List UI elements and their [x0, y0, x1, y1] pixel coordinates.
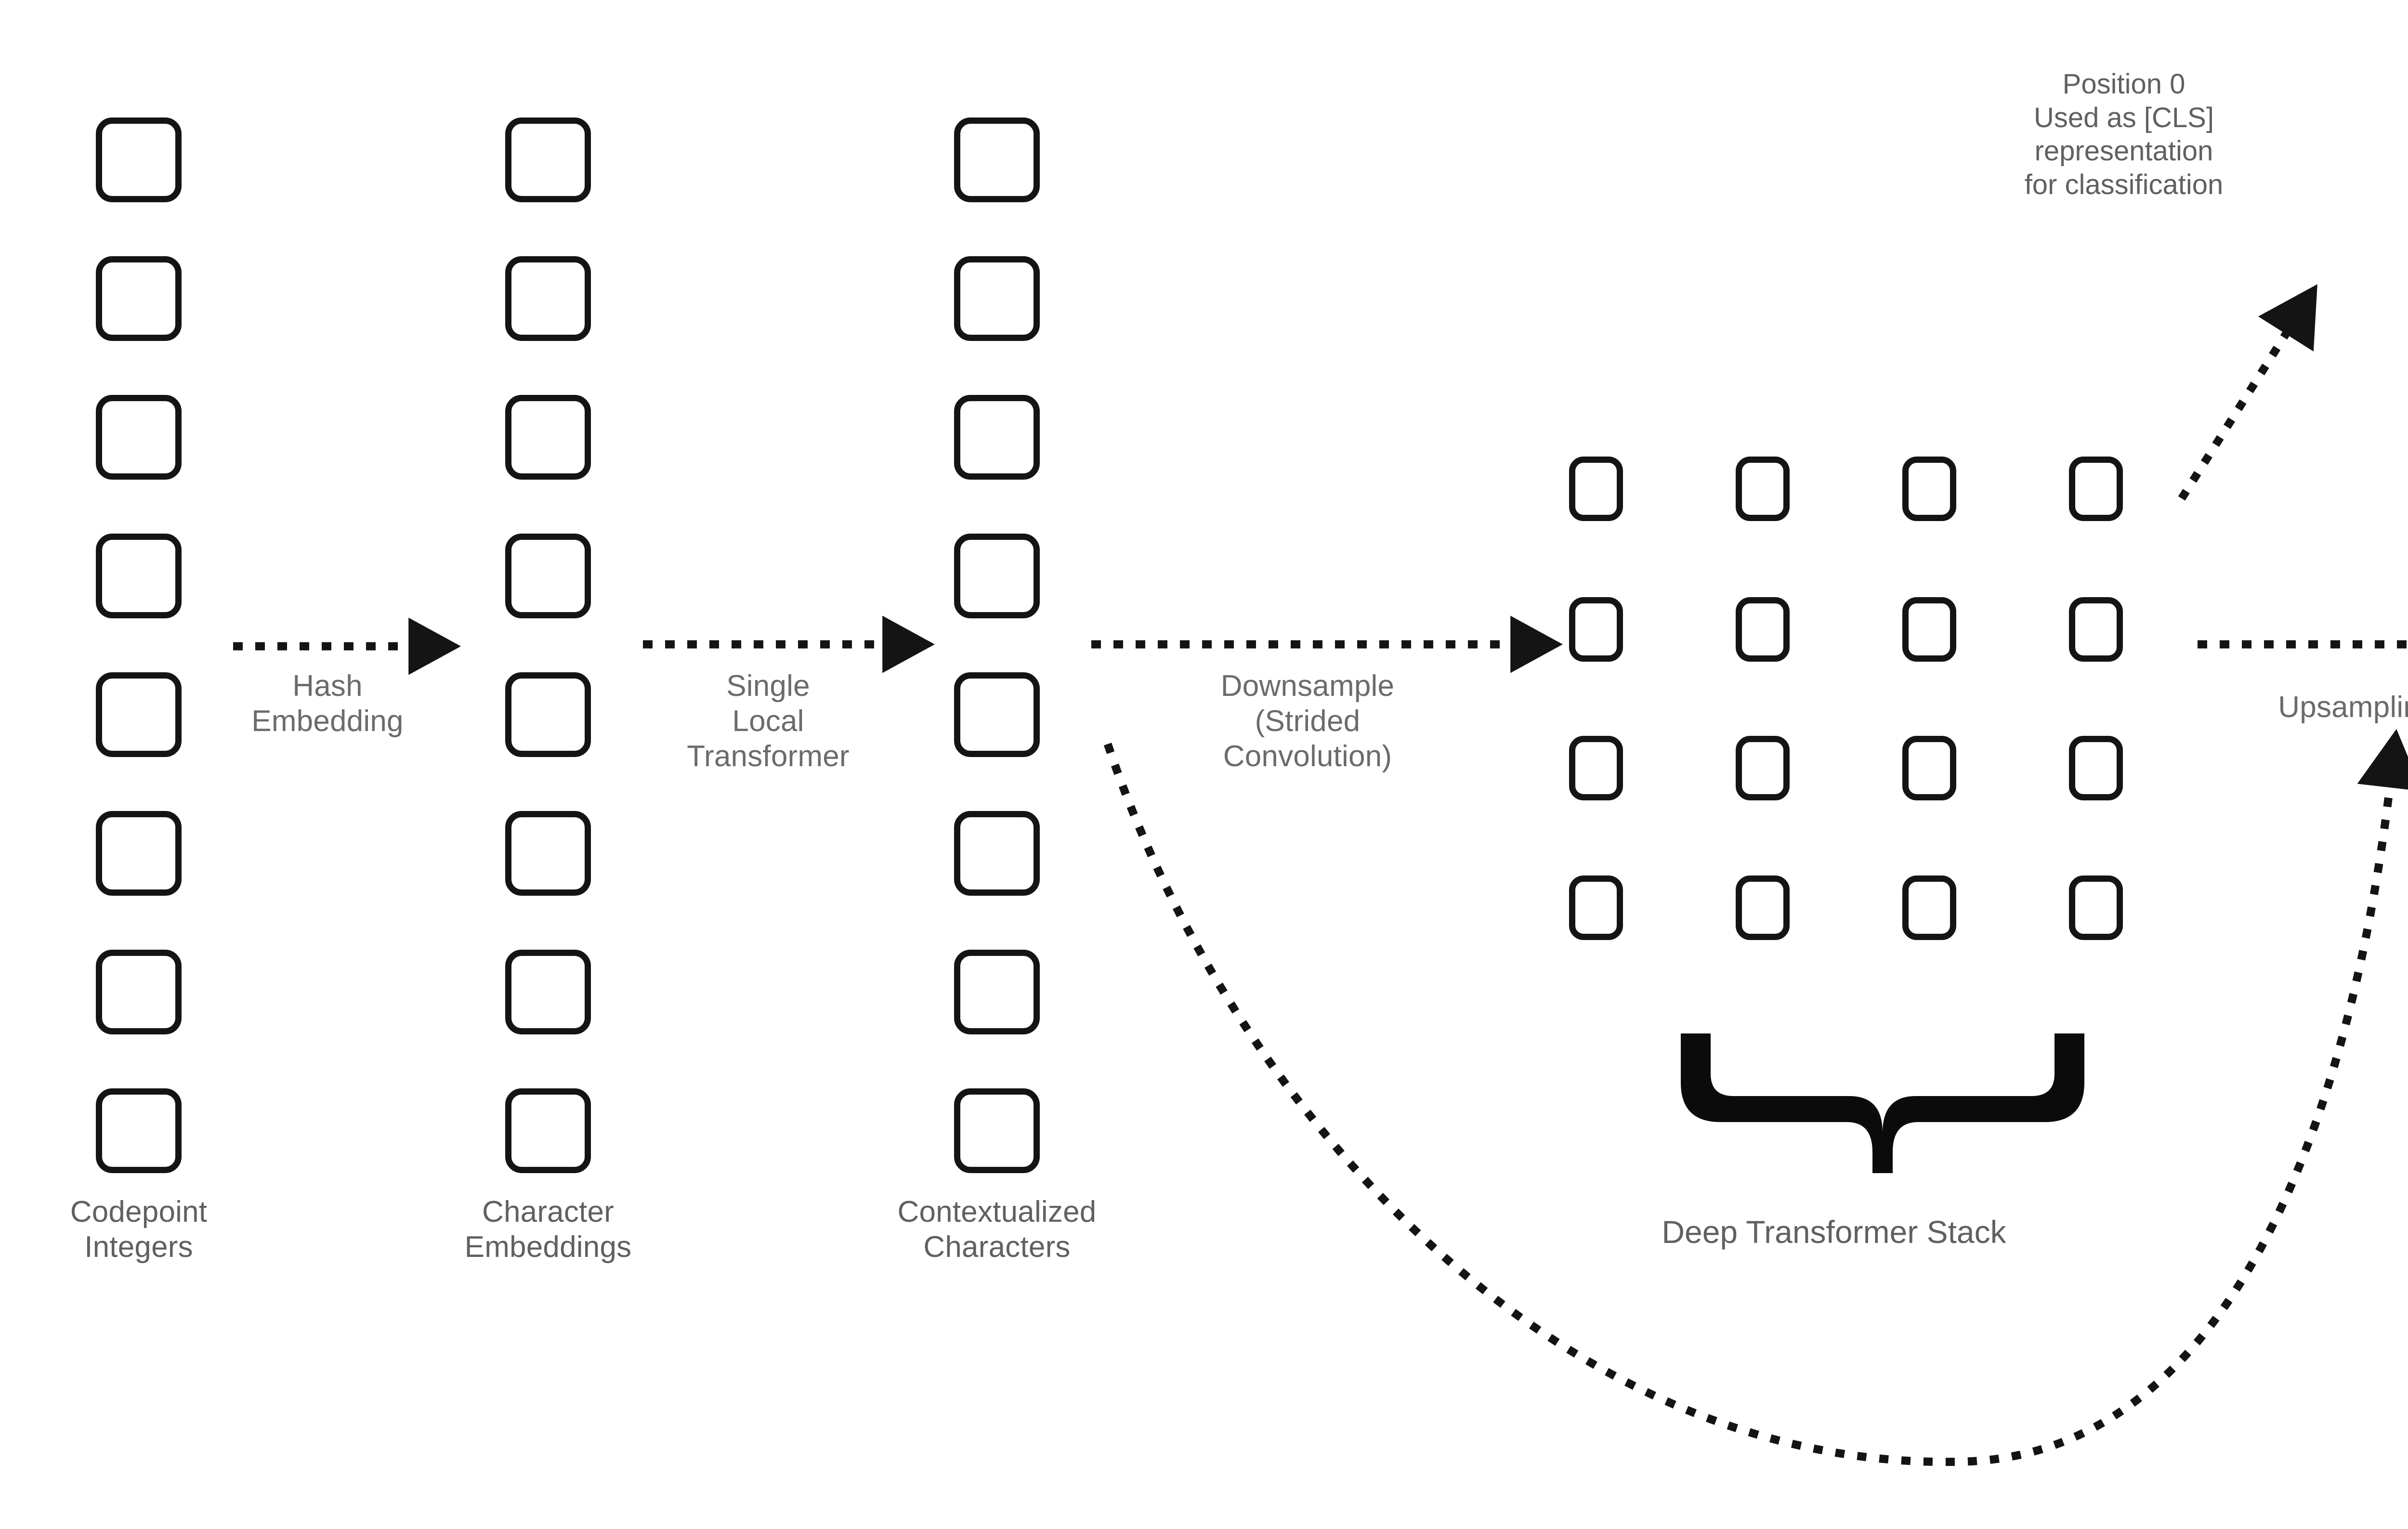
- token-box: [505, 950, 591, 1034]
- edge-label-downsample: Downsample (Strided Convolution): [1220, 669, 1395, 773]
- cls-annotation: Position 0 Used as [CLS] representation …: [2024, 68, 2224, 200]
- token-box: [505, 256, 591, 341]
- stack-cell: [2069, 597, 2123, 662]
- token-box: [954, 534, 1040, 618]
- stack-cell: [1902, 876, 1956, 940]
- stack-cell: [2069, 876, 2123, 940]
- stack-cell: [1736, 736, 1790, 800]
- stack-cell: [1569, 736, 1623, 800]
- token-box: [505, 395, 591, 480]
- stack-cell: [2069, 736, 2123, 800]
- column-label-character-embeddings: Character Embeddings: [464, 1195, 632, 1264]
- stack-cell: [1569, 597, 1623, 662]
- token-box: [96, 950, 182, 1034]
- arrow-cls-callout: [2178, 284, 2317, 501]
- stack-cell: [2069, 457, 2123, 521]
- token-box: [505, 1088, 591, 1173]
- token-box: [96, 395, 182, 480]
- token-box: [505, 534, 591, 618]
- token-box: [505, 118, 591, 202]
- token-box: [954, 811, 1040, 896]
- stack-cell: [1902, 597, 1956, 662]
- stack-label-deep-transformer-stack: Deep Transformer Stack: [1662, 1214, 2006, 1250]
- token-box: [96, 534, 182, 618]
- column-label-codepoint-integers: Codepoint Integers: [70, 1195, 208, 1264]
- column-label-contextualized-characters: Contextualized Characters: [897, 1195, 1097, 1264]
- curly-brace-down-icon: [1681, 1033, 2084, 1173]
- stack-cell: [1569, 876, 1623, 940]
- token-box: [96, 256, 182, 341]
- edge-label-upsampling: Upsampling: [2278, 691, 2408, 724]
- token-box: [954, 256, 1040, 341]
- token-box: [954, 672, 1040, 757]
- token-box: [954, 1088, 1040, 1173]
- token-box: [954, 395, 1040, 480]
- edge-label-single-local-transformer: Single Local Transformer: [687, 669, 850, 773]
- edge-label-hash-embedding: Hash Embedding: [251, 669, 404, 738]
- token-box: [505, 672, 591, 757]
- token-box: [96, 1088, 182, 1173]
- token-box: [96, 118, 182, 202]
- token-box: [96, 811, 182, 896]
- token-box: [954, 950, 1040, 1034]
- stack-cell: [1569, 457, 1623, 521]
- arrow-residual-skip-connection: [1103, 729, 2408, 1466]
- token-box: [954, 118, 1040, 202]
- stack-cell: [1736, 457, 1790, 521]
- token-box: [96, 672, 182, 757]
- stack-cell: [1902, 457, 1956, 521]
- stack-cell: [1736, 597, 1790, 662]
- stack-cell: [1736, 876, 1790, 940]
- stack-cell: [1902, 736, 1956, 800]
- token-box: [505, 811, 591, 896]
